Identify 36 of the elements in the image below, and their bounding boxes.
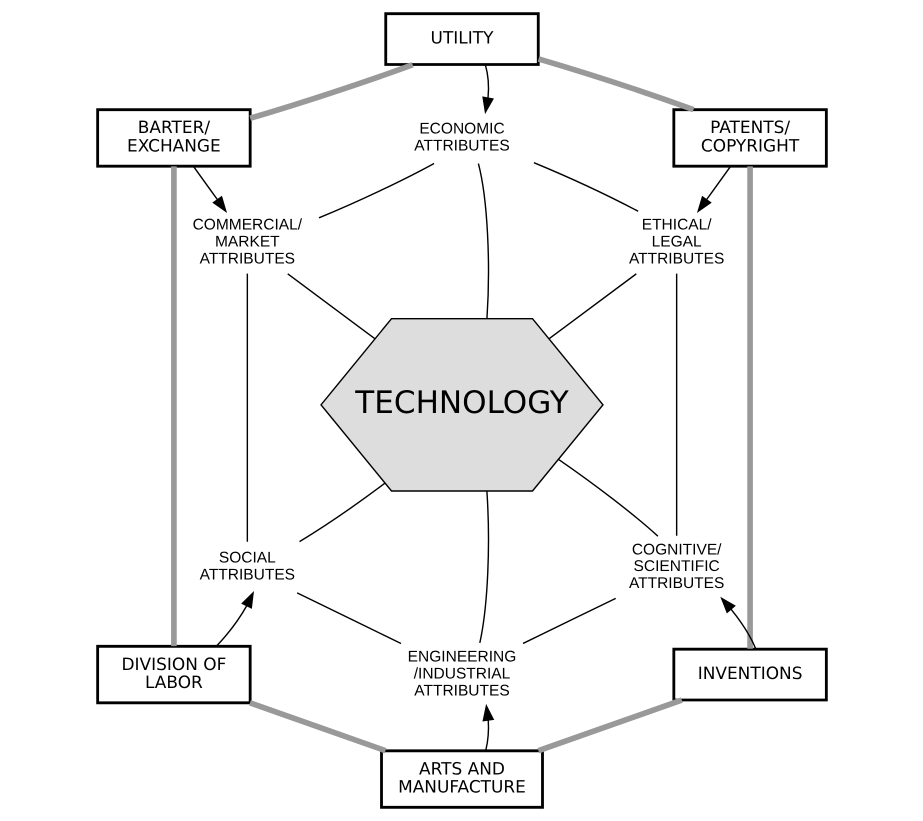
node-text: COMMERCIAL/ MARKET ATTRIBUTES: [192, 216, 302, 268]
connector: [558, 458, 658, 537]
arrow: [696, 166, 730, 213]
arrow: [720, 596, 756, 649]
node-text: ETHICAL/ LEGAL ATTRIBUTES: [628, 216, 724, 268]
connector: [286, 273, 375, 340]
node-text: SOCIAL ATTRIBUTES: [199, 550, 295, 584]
node-box: DIVISION OF LABOR: [96, 644, 252, 704]
connector: [478, 491, 489, 643]
connector: [537, 56, 694, 112]
node-text: ENGINEERING /INDUSTRIAL ATTRIBUTES: [407, 648, 516, 700]
node-box: BARTER/ EXCHANGE: [96, 108, 252, 168]
arrow: [215, 590, 254, 647]
node-box: PATENTS/ COPYRIGHT: [672, 108, 828, 168]
connector: [248, 700, 386, 754]
connector: [675, 274, 677, 536]
connector: [170, 166, 176, 646]
connector: [296, 592, 401, 644]
connector: [477, 163, 489, 318]
node-box: ARTS AND MANUFACTURE: [380, 749, 544, 809]
node-box: UTILITY: [384, 12, 540, 66]
connector: [246, 274, 248, 542]
connector: [746, 166, 752, 649]
arrow: [482, 704, 494, 751]
connector: [548, 273, 636, 340]
connector: [522, 598, 616, 644]
arrow: [482, 64, 494, 114]
connector: [533, 162, 638, 212]
connector: [248, 62, 414, 121]
node-text: COGNITIVE/ SCIENTIFIC ATTRIBUTES: [628, 541, 724, 592]
connector: [536, 697, 682, 754]
connector: [298, 482, 385, 542]
connector: [318, 162, 434, 218]
arrow: [192, 166, 227, 213]
node-box: INVENTIONS: [672, 648, 828, 702]
node-text: ECONOMIC ATTRIBUTES: [414, 120, 510, 154]
